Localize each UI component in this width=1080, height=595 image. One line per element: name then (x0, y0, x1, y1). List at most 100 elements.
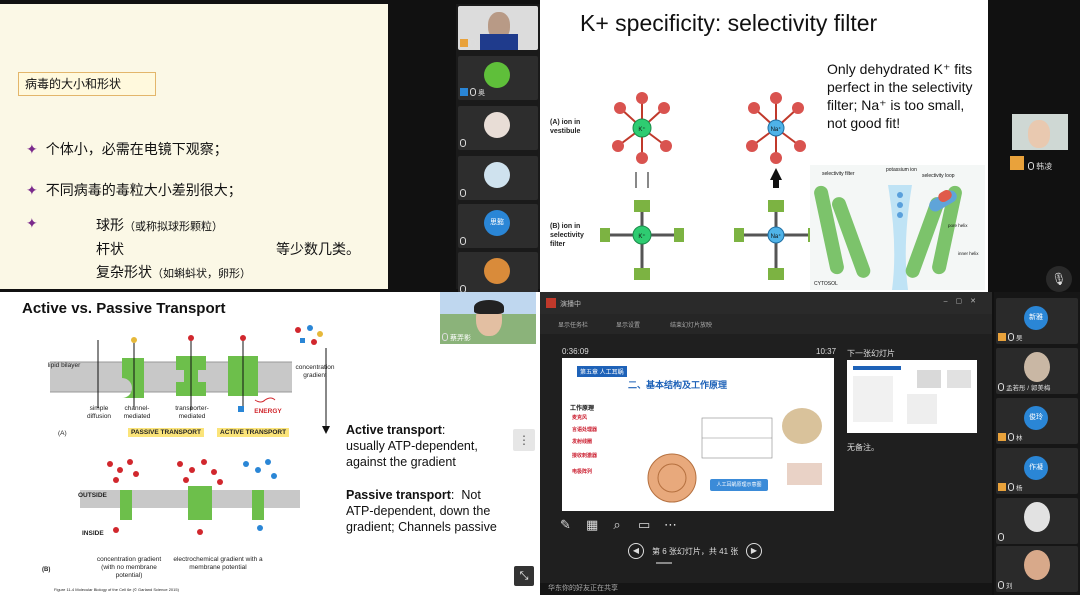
panel-a: (A) (58, 430, 67, 437)
participant-label-right: 韩凌 (1010, 156, 1052, 172)
label-pore-helix: pore helix (948, 223, 968, 228)
participant-strip-left: 奥 思懿 (456, 4, 540, 292)
label-simple: simple diffusion (86, 405, 112, 420)
avatar (484, 258, 510, 284)
label-outside: OUTSIDE (78, 492, 107, 499)
avatar (1024, 502, 1050, 532)
ion-na-label-2: Na⁺ (771, 233, 782, 240)
presenter-tools: ✎ ▦ ⌕ ▭⋯ (560, 517, 690, 533)
ion-hydration-diagram: K⁺ Na⁺ K⁺ Na⁺ (600, 92, 818, 280)
work-principle-label: 工作原理 (570, 406, 595, 412)
label-conc-gradient: concentration gradient (295, 364, 335, 379)
next-slide-preview[interactable] (847, 360, 977, 433)
arrow-up-icon (770, 168, 782, 180)
tag-passive: PASSIVE TRANSPORT (128, 428, 204, 437)
participant-tile[interactable] (996, 498, 1078, 544)
star-icon: ✦ (26, 183, 38, 199)
active-transport-body: usually ATP-dependent, against the gradi… (346, 439, 478, 469)
label-energy: ENERGY (254, 408, 282, 415)
list-item: 电极阵列 (572, 469, 593, 475)
active-transport-head: Active transport: (346, 423, 446, 437)
label-inner-helix: inner helix (958, 251, 979, 256)
participant-video (488, 12, 510, 40)
presenter-video[interactable]: 蔡弄影 (440, 292, 536, 344)
user-icon (998, 483, 1006, 491)
star-icon: ✦ (26, 216, 38, 232)
window-controls[interactable]: –▢✕ (943, 298, 984, 305)
k-hydrated (612, 92, 672, 164)
avatar: 俊玲 (1024, 406, 1048, 430)
screen-share-presenter-view: 演播中 –▢✕ 显示任务栏 显示设置 结束幻灯片放映 0:36:09 10:37… (540, 292, 1080, 595)
participant-video-right[interactable] (1012, 114, 1068, 150)
more-icon[interactable]: ⋯ (664, 517, 687, 532)
mic-icon (460, 285, 466, 292)
label-potassium: potassium ion (886, 167, 917, 173)
diagram-caption-button[interactable]: 人工耳蜗原理示意图 (710, 479, 768, 491)
shape-rod: 杆状 (96, 242, 124, 258)
label-lipid: lipid bilayer (47, 362, 81, 369)
expand-icon[interactable]: ⤡ (514, 566, 534, 586)
transport-diagram-a (50, 335, 330, 434)
participant-tile[interactable]: 刘 (996, 546, 1078, 592)
mic-icon (1008, 333, 1014, 341)
ion-na-label: Na⁺ (771, 126, 782, 133)
participant-tile[interactable]: 奥 (458, 56, 538, 100)
user-icon (998, 333, 1006, 341)
slide-title: K+ specificity: selectivity filter (580, 10, 878, 36)
display-settings-button[interactable]: 显示设置 (616, 323, 641, 329)
participant-tile[interactable]: 作凝杨 (996, 448, 1078, 494)
screen-share-virus: 病毒的大小和形状 ✦个体小，必需在电镜下观察； ✦不同病毒的毒粒大小差别很大； … (0, 0, 540, 292)
next-slide-icon[interactable]: ▶ (746, 543, 762, 559)
slide-k-specificity: K+ specificity: selectivity filter Only … (540, 0, 988, 292)
shape-complex: 复杂形状（如蝌蚪状，卵形） (96, 265, 251, 281)
presenter-name: 蔡弄影 (442, 333, 471, 343)
label-loop: selectivity loop (922, 173, 955, 179)
prev-slide-icon[interactable]: ◀ (628, 543, 644, 559)
passive-transport-text: Passive transport: Not ATP-dependent, do… (346, 488, 497, 534)
channel-protein (122, 358, 144, 398)
slide-description: Only dehydrated K⁺ fits perfect in the s… (827, 61, 973, 131)
mic-icon (470, 88, 476, 96)
avatar (484, 62, 510, 88)
participant-tile[interactable] (458, 252, 538, 292)
grid-icon[interactable]: ▦ (586, 517, 609, 532)
end-show-button[interactable]: 结束幻灯片放映 (670, 323, 713, 329)
participant-tile[interactable] (458, 106, 538, 150)
speaker-notes: 无备注。 (847, 443, 879, 452)
participant-tile[interactable]: 思懿 (458, 204, 538, 248)
list-item: 麦克风 (572, 415, 588, 421)
molecule-cluster (295, 325, 323, 345)
label-channel: channel-mediated (123, 405, 151, 420)
mic-off-icon[interactable]: 🎙 (1046, 266, 1072, 292)
ion-k-label: K⁺ (638, 126, 645, 133)
participant-tile[interactable]: 俊玲林 (996, 398, 1078, 444)
avatar: 思懿 (484, 210, 510, 236)
bullet-1: ✦个体小，必需在电镜下观察； (26, 142, 228, 158)
mic-icon (460, 189, 466, 197)
mic-icon (442, 333, 448, 341)
page-indicator (656, 562, 672, 564)
window-titlebar: 演播中 –▢✕ (540, 292, 992, 314)
mic-icon (1028, 162, 1035, 170)
transport-diagram-b (80, 459, 300, 535)
screen-icon[interactable]: ▭ (638, 517, 661, 532)
label-transporter: transporter-mediated (175, 405, 209, 420)
avatar (1024, 550, 1050, 580)
mic-icon (460, 237, 466, 245)
panel-b: (B) (42, 567, 51, 573)
participant-tile[interactable]: 孟若彤 / 郭美梅 (996, 348, 1078, 394)
presenter-toolbar: 显示任务栏 显示设置 结束幻灯片放映 (540, 314, 992, 334)
show-taskbar-button[interactable]: 显示任务栏 (558, 323, 589, 329)
participant-tile[interactable] (458, 156, 538, 200)
user-icon (1010, 156, 1024, 170)
label-vestibule: (A) ion in vestibule (550, 119, 581, 135)
pen-icon[interactable]: ✎ (560, 517, 581, 532)
participant-tile[interactable]: 新雅吴 (996, 298, 1078, 344)
search-icon[interactable]: ⌕ (613, 517, 631, 532)
side-panel-button[interactable]: ⋮ (513, 429, 535, 451)
next-slide-label: 下一张幻灯片 (847, 349, 895, 358)
participant-tile[interactable] (458, 6, 538, 50)
list-item: 发射线圈 (572, 439, 593, 445)
avatar (484, 162, 510, 188)
app-icon (546, 298, 556, 308)
